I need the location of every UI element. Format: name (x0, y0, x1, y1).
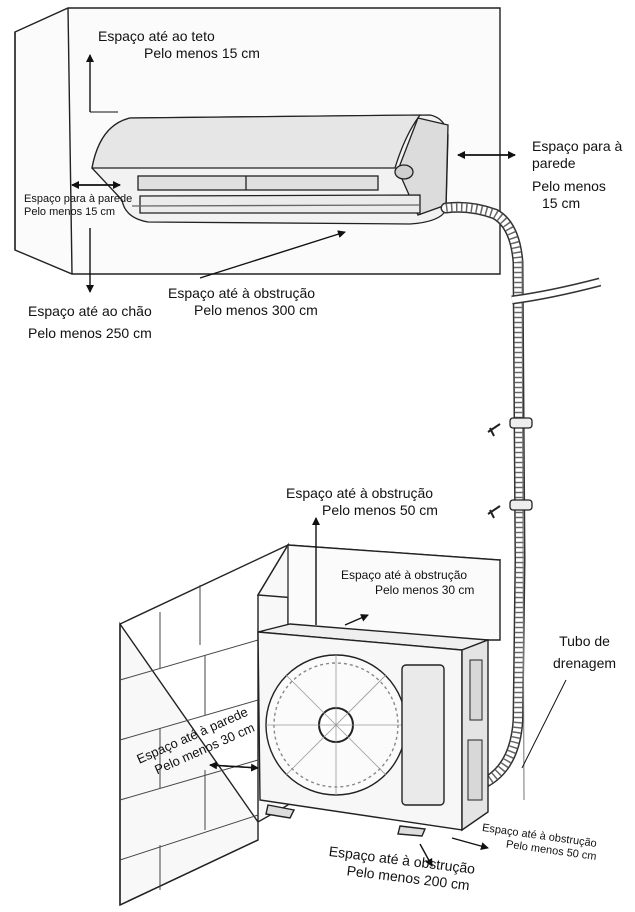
arrow-outdoor-back (344, 614, 369, 626)
label-outdoor-back-line2: Pelo menos 30 cm (375, 583, 475, 597)
label-ceiling-line2: Pelo menos 15 cm (144, 45, 260, 61)
label-indoor-right-wall-line3: Pelo menos (532, 178, 606, 194)
label-indoor-right-wall: Espaço para à parede Pelo menos 15 cm (532, 138, 622, 212)
arrow-indoor-front (199, 230, 346, 279)
label-floor: Espaço até ao chão Pelo menos 250 cm (28, 300, 152, 344)
label-outdoor-top-line1: Espaço até à obstrução (286, 485, 434, 501)
label-indoor-right-wall-line1: Espaço para à (532, 138, 623, 154)
drain-hose (440, 201, 602, 801)
label-ceiling: Espaço até ao teto Pelo menos 15 cm (98, 28, 260, 62)
arrow-outdoor-front (419, 843, 433, 867)
arrow-outdoor-right (451, 837, 489, 850)
clearance-arrows (71, 54, 567, 867)
label-indoor-front-line2: Pelo menos 300 cm (194, 302, 318, 318)
label-floor-line2: Pelo menos 250 cm (28, 325, 152, 341)
label-outdoor-top-line2: Pelo menos 50 cm (322, 502, 438, 518)
label-outdoor-top: Espaço até à obstrução Pelo menos 50 cm (286, 485, 438, 519)
label-indoor-left-wall-line1: Espaço para à parede (24, 193, 133, 205)
outdoor-unit (257, 623, 489, 837)
drain-leader-line (521, 679, 567, 769)
label-drain-line1: Tubo de (559, 633, 610, 649)
label-floor-line1: Espaço até ao chão (28, 303, 152, 319)
label-indoor-right-wall-line2: parede (532, 155, 576, 171)
outdoor-walls (119, 542, 502, 907)
label-drain-line2: drenagem (553, 655, 617, 671)
label-indoor-right-wall-line4: 15 cm (542, 195, 581, 211)
label-ceiling-line1: Espaço até ao teto (98, 28, 215, 44)
label-outdoor-back-line1: Espaço até à obstrução (341, 568, 468, 582)
label-indoor-front-line1: Espaço até à obstrução (168, 285, 316, 301)
label-drain-hose: Tubo de drenagem (553, 630, 616, 674)
label-outdoor-back: Espaço até à obstrução Pelo menos 30 cm (341, 568, 474, 598)
label-indoor-front: Espaço até à obstrução Pelo menos 300 cm (168, 285, 318, 319)
label-indoor-left-wall: Espaço para à parede Pelo menos 15 cm (24, 193, 132, 219)
indoor-unit (91, 114, 449, 225)
hose-clips (487, 417, 533, 519)
label-indoor-left-wall-line2: Pelo menos 15 cm (24, 206, 116, 218)
